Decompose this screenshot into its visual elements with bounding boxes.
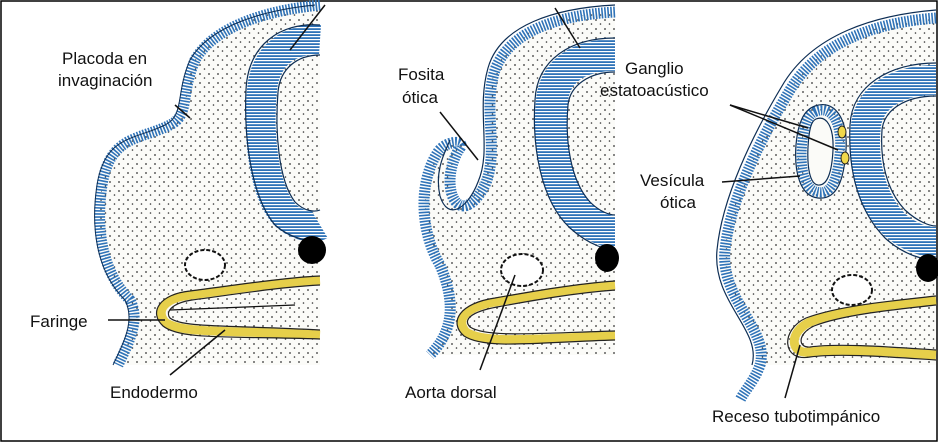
notochord-panel-2 [595,244,619,272]
dorsal-aorta-panel-3 [832,275,872,305]
panel-otic-vesicle: Ganglio estatoacústico Vesícula ótica Re… [600,10,938,426]
label-otic-pit-line2: ótica [402,88,438,107]
label-ganglion-line2: estatoacústico [600,81,709,100]
dorsal-aorta-panel-2 [501,254,543,286]
panel-otic-pit: Fosita ótica Aorta dorsal [398,5,619,402]
label-otic-vesicle-line2: ótica [660,193,696,212]
label-dorsal-aorta: Aorta dorsal [405,383,497,402]
label-otic-vesicle-line1: Vesícula [640,171,705,190]
panel-placode: Placoda en invaginación Faringe Endoderm… [30,5,326,402]
label-tubotympanic-recess: Receso tubotimpánico [712,407,880,426]
label-pharynx: Faringe [30,312,88,331]
label-ganglion-line1: Ganglio [625,59,684,78]
statoacoustic-ganglion-upper [838,126,846,138]
label-placode-line1: Placoda en [62,49,147,68]
notochord-panel-1 [298,236,326,264]
label-endoderm: Endodermo [110,383,198,402]
label-otic-pit-line1: Fosita [398,65,445,84]
statoacoustic-ganglion-lower [841,152,849,164]
label-placode-line2: invaginación [58,71,153,90]
dorsal-aorta-panel-1 [185,250,225,280]
